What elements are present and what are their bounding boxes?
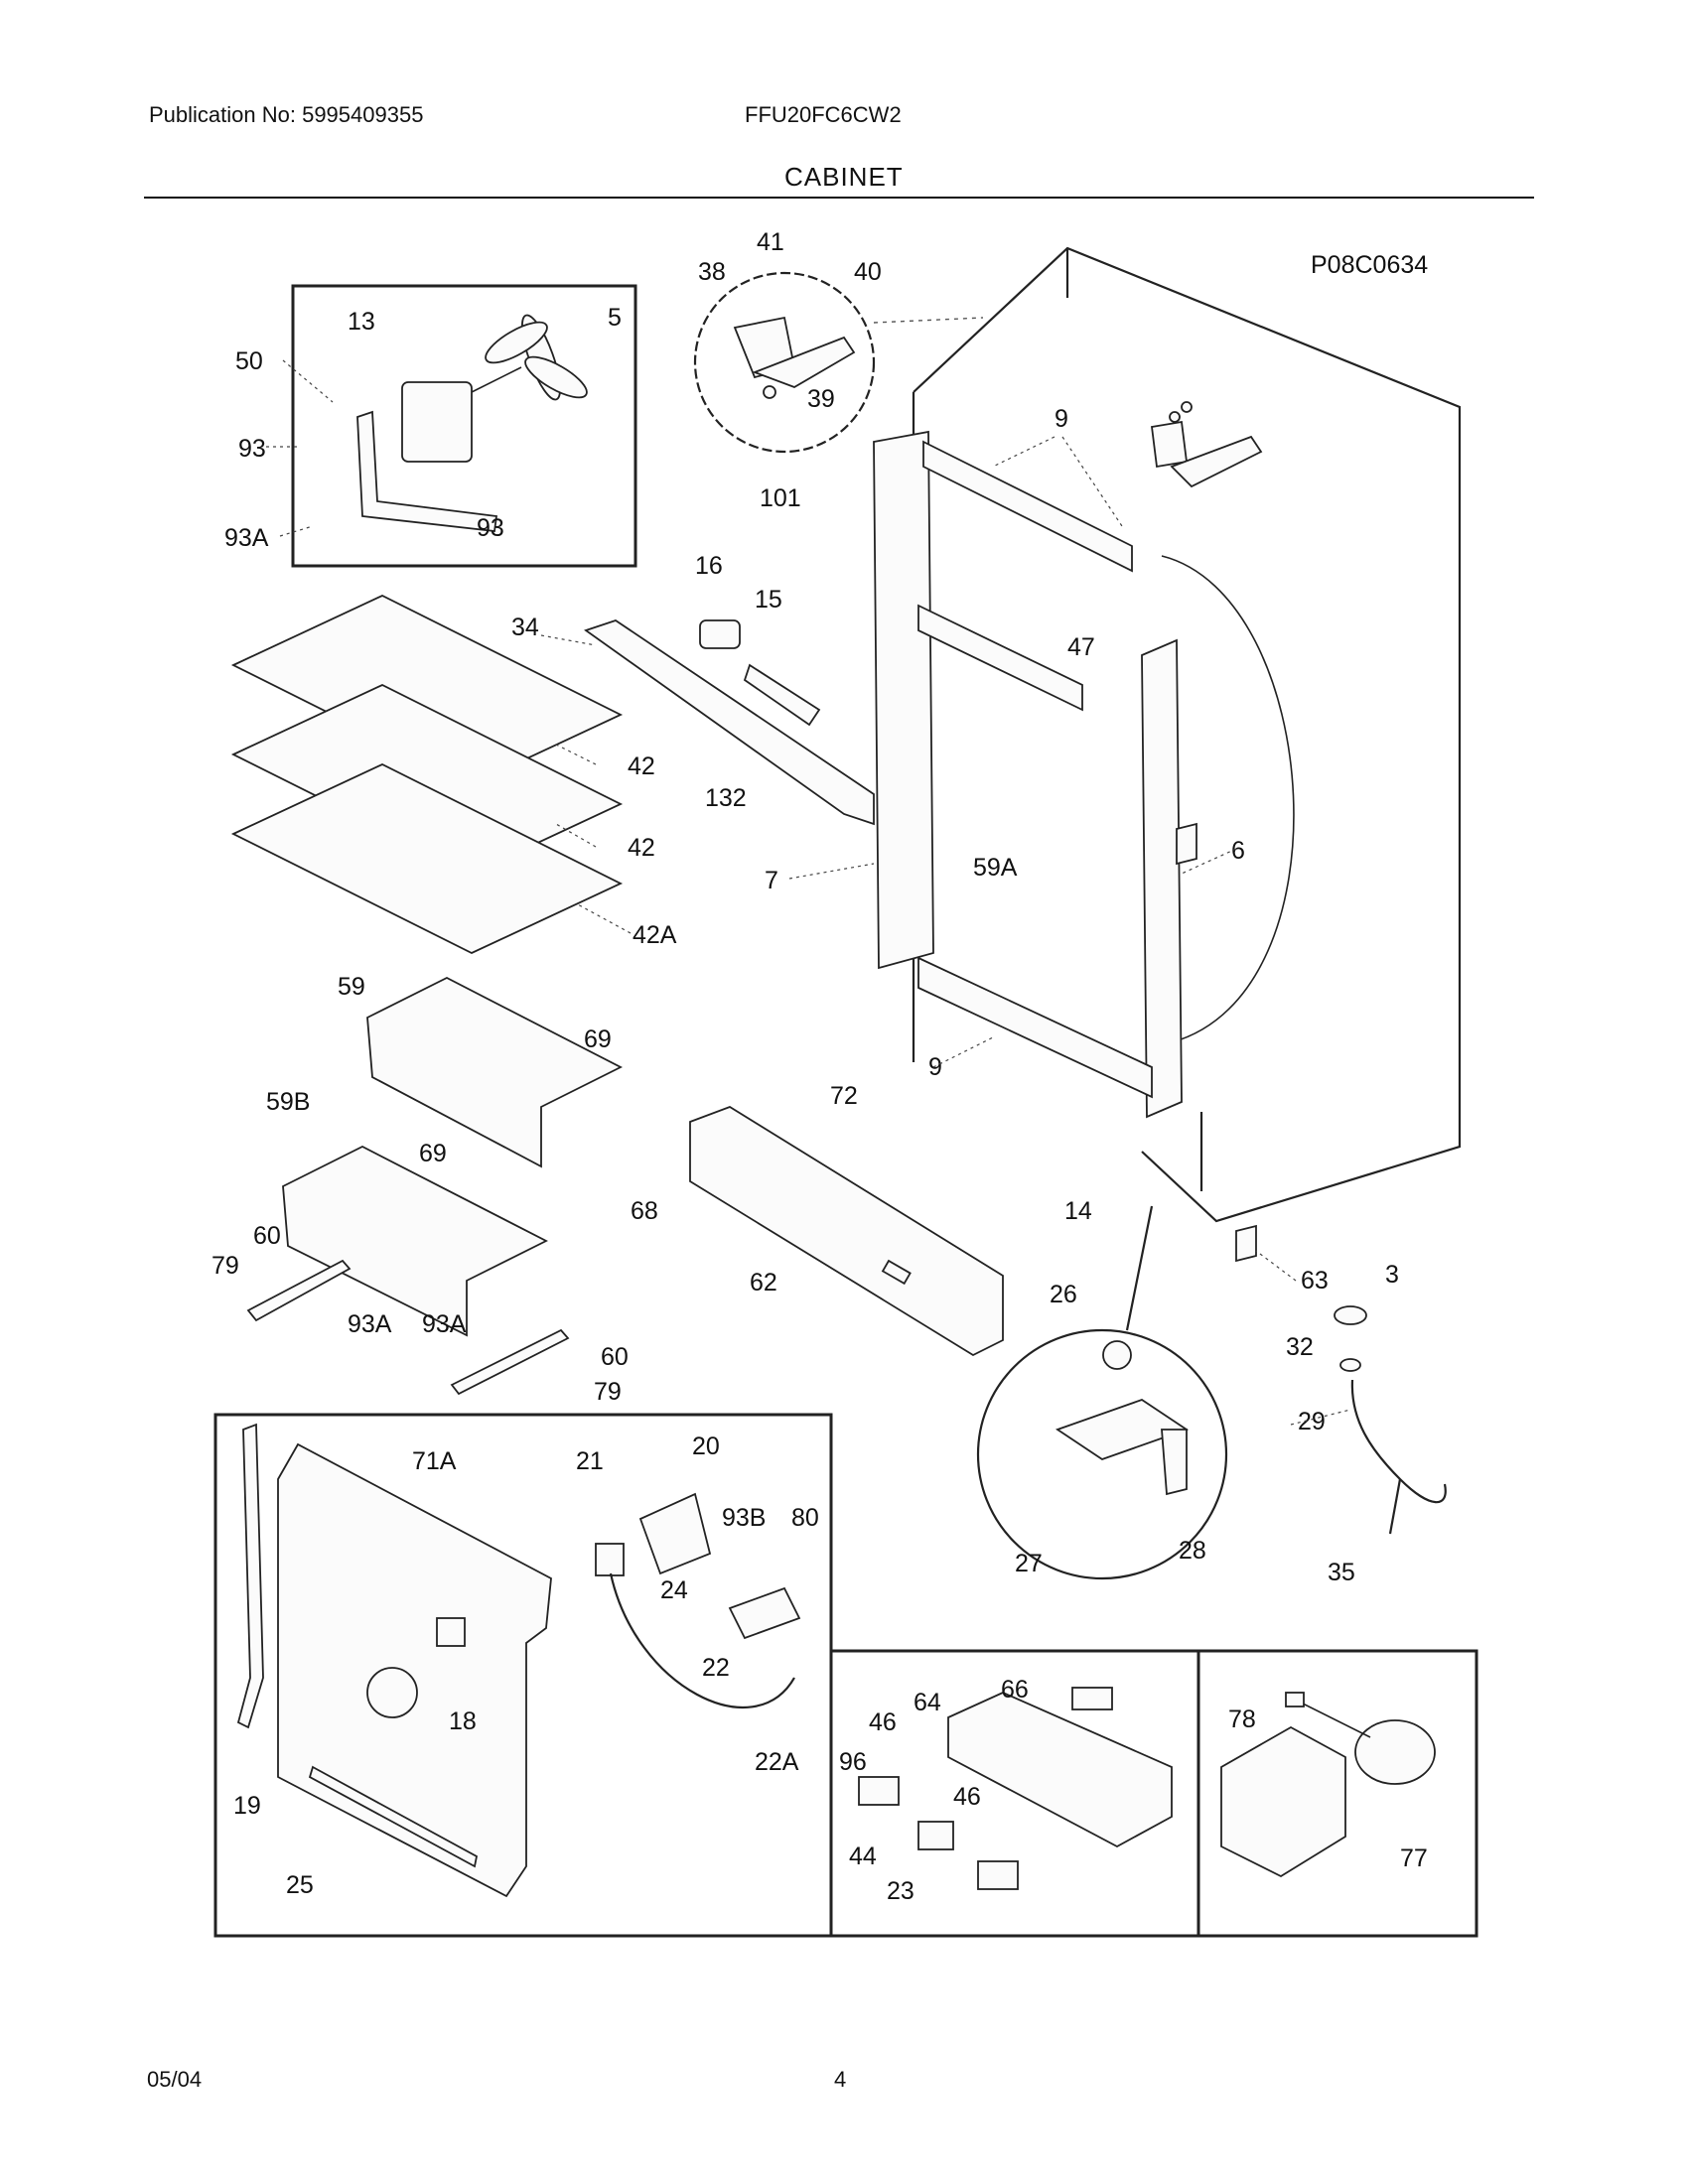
label-19: 19 — [233, 1792, 261, 1820]
label-79-b: 79 — [594, 1378, 622, 1406]
bottom-hinge-detail-circle — [976, 1328, 1228, 1580]
label-63: 63 — [1301, 1267, 1329, 1295]
label-72: 72 — [830, 1082, 858, 1110]
part-labels: P08C0634 41 38 40 39 101 13 5 50 93 93 9… — [211, 228, 1428, 1905]
label-60-b: 60 — [601, 1343, 629, 1371]
label-96: 96 — [839, 1748, 867, 1776]
label-69-a: 69 — [584, 1025, 612, 1053]
label-5: 5 — [608, 304, 622, 332]
label-28: 28 — [1179, 1537, 1206, 1565]
header-divider — [144, 197, 1534, 199]
kickplate-part — [689, 1106, 1004, 1357]
section-title: CABINET — [784, 162, 904, 192]
label-47: 47 — [1067, 633, 1095, 661]
label-93-a: 93 — [238, 435, 266, 463]
bottom-hinge-part — [1055, 1340, 1189, 1496]
label-101: 101 — [760, 484, 801, 512]
baskets — [246, 976, 623, 1396]
temperature-kit-inset-box — [1196, 1649, 1478, 1938]
label-15: 15 — [755, 586, 782, 614]
label-7: 7 — [765, 867, 778, 894]
label-20: 20 — [692, 1433, 720, 1460]
label-42-b: 42 — [628, 834, 655, 862]
bottom-hinge-link — [1125, 1205, 1154, 1331]
label-93B: 93B — [722, 1504, 766, 1532]
label-29: 29 — [1298, 1408, 1326, 1435]
label-23: 23 — [887, 1877, 914, 1905]
label-132: 132 — [705, 784, 747, 812]
model-number: FFU20FC6CW2 — [745, 102, 902, 127]
label-59A: 59A — [973, 854, 1018, 882]
label-79-a: 79 — [211, 1252, 239, 1280]
label-42-a: 42 — [628, 752, 655, 780]
leader-lines — [266, 359, 1351, 1426]
label-69-b: 69 — [419, 1140, 447, 1167]
label-25: 25 — [286, 1871, 314, 1899]
fan-motor-part — [356, 314, 588, 532]
label-14: 14 — [1064, 1197, 1092, 1225]
label-77: 77 — [1400, 1844, 1428, 1872]
control-box-part — [858, 1687, 1173, 1890]
label-21: 21 — [576, 1447, 604, 1475]
label-68: 68 — [631, 1197, 658, 1225]
label-50: 50 — [235, 347, 263, 375]
label-71A: 71A — [412, 1447, 457, 1475]
label-35: 35 — [1328, 1559, 1355, 1586]
label-22A: 22A — [755, 1748, 799, 1776]
light-shield-part — [584, 619, 875, 826]
label-62: 62 — [750, 1269, 777, 1297]
drain-and-leveling-parts — [1235, 1224, 1447, 1535]
label-80: 80 — [791, 1504, 819, 1532]
label-24: 24 — [660, 1576, 688, 1604]
label-59: 59 — [338, 973, 365, 1001]
label-93-b: 93 — [477, 514, 504, 542]
top-hinge-detail-circle — [693, 271, 876, 454]
label-13: 13 — [348, 308, 375, 336]
label-3: 3 — [1385, 1261, 1399, 1289]
label-6: 6 — [1231, 837, 1245, 865]
label-41: 41 — [757, 228, 784, 256]
label-39: 39 — [807, 385, 835, 413]
label-59B: 59B — [266, 1088, 310, 1116]
label-44: 44 — [849, 1843, 877, 1870]
label-22: 22 — [702, 1654, 730, 1682]
label-9-a: 9 — [1055, 405, 1068, 433]
top-hinge-part — [733, 316, 856, 399]
label-46-a: 46 — [869, 1708, 897, 1736]
label-64: 64 — [914, 1689, 941, 1716]
label-93A-1: 93A — [224, 524, 269, 552]
label-78: 78 — [1228, 1706, 1256, 1733]
label-60-a: 60 — [253, 1222, 281, 1250]
label-16: 16 — [695, 552, 723, 580]
label-27: 27 — [1015, 1550, 1043, 1577]
rear-cover-part — [236, 1423, 801, 1898]
label-26: 26 — [1050, 1281, 1077, 1308]
label-40: 40 — [854, 258, 882, 286]
diagram-code: P08C0634 — [1311, 251, 1428, 279]
label-42A: 42A — [633, 921, 677, 949]
label-34: 34 — [511, 614, 539, 641]
footer-date: 05/04 — [147, 2067, 203, 2092]
publication-number: Publication No: 5995409355 — [149, 102, 424, 127]
label-38: 38 — [698, 258, 726, 286]
label-32: 32 — [1286, 1333, 1314, 1361]
label-9-b: 9 — [928, 1053, 942, 1081]
label-18: 18 — [449, 1707, 477, 1735]
temperature-kit-part — [1220, 1692, 1436, 1878]
wire-shelves — [230, 595, 624, 954]
fan-motor-inset-box — [291, 284, 637, 568]
label-46-b: 46 — [953, 1783, 981, 1811]
cabinet-body — [873, 246, 1462, 1223]
label-66: 66 — [1001, 1676, 1029, 1704]
hinge-leader — [873, 317, 984, 324]
label-93A-3: 93A — [422, 1310, 467, 1338]
page-number: 4 — [834, 2067, 847, 2092]
label-93A-2: 93A — [348, 1310, 392, 1338]
